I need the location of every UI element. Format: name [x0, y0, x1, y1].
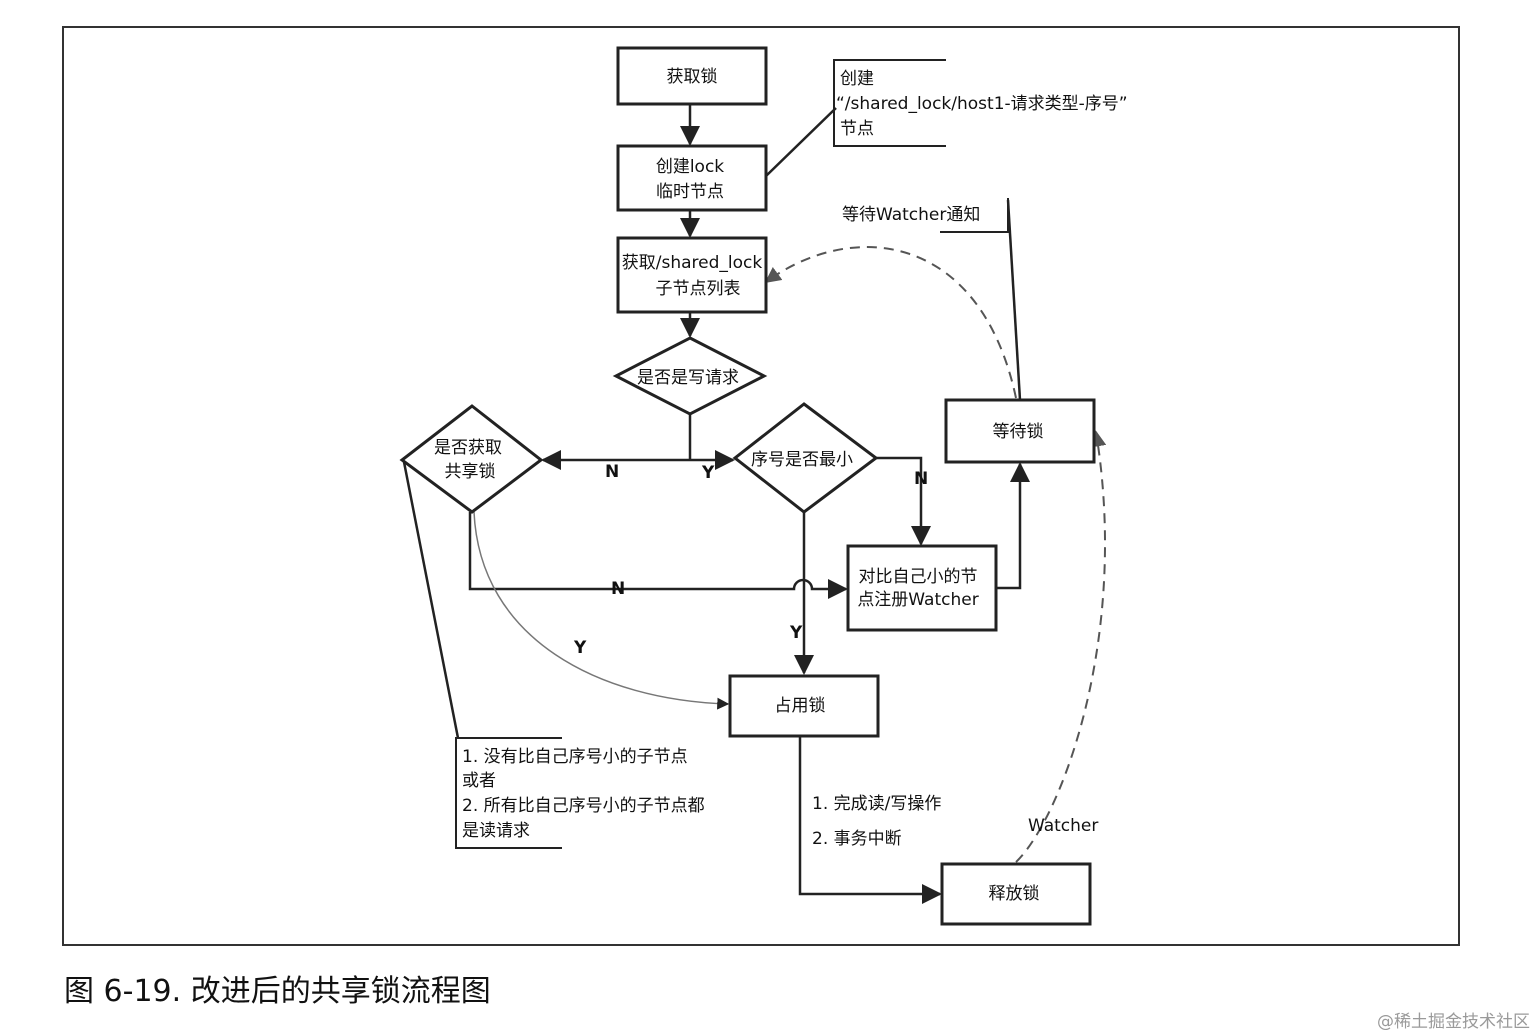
node-is-smallest: 序号是否最小 [732, 402, 879, 514]
note-shared-condition-line2: 或者 [462, 771, 496, 791]
note-shared-condition-line4: 是读请求 [462, 821, 530, 841]
node-get-children: 获取/shared_lock 子节点列表 [616, 236, 768, 314]
node-is-smallest-label: 序号是否最小 [751, 450, 853, 470]
edges [402, 104, 1107, 904]
node-register-watcher: 对比自己小的节 点注册Watcher [846, 544, 998, 632]
node-wait-lock: 等待锁 [944, 398, 1096, 464]
node-get-lock-label: 获取锁 [667, 67, 718, 87]
node-release-lock-label: 释放锁 [989, 884, 1040, 904]
note-node-path-line1: 创建 [840, 69, 874, 89]
edge-label-smallest-no: N [914, 469, 928, 489]
node-create-lock-line1: 创建lock [656, 157, 724, 177]
note-wait-notify: 等待Watcher通知 [842, 198, 1009, 233]
node-is-write: 是否是写请求 [612, 336, 768, 416]
note-release-reasons: 1. 完成读/写操作 2. 事务中断 [812, 794, 941, 849]
note-node-path: 创建 “/shared_lock/host1-请求类型-序号” 节点 [833, 59, 1128, 147]
diagram-frame [62, 26, 1460, 946]
node-occupy-lock: 占用锁 [728, 674, 880, 738]
node-is-shared-line1: 是否获取 [434, 438, 502, 458]
edge-release-to-wait-dashed [1015, 430, 1107, 863]
note-shared-condition-line1: 1. 没有比自己序号小的子节点 [462, 747, 688, 767]
node-get-lock: 获取锁 [616, 46, 768, 106]
note-release-reasons-line1: 1. 完成读/写操作 [812, 794, 941, 814]
edge-shared-yes-to-occupy [473, 511, 730, 710]
node-get-children-line2: 子节点列表 [656, 279, 741, 299]
node-get-children-line1: 获取/shared_lock [622, 253, 763, 273]
edge-register-to-wait [996, 462, 1030, 590]
node-is-write-label: 是否是写请求 [637, 368, 739, 388]
node-occupy-lock-label: 占用锁 [775, 696, 826, 716]
note-wait-notify-label: 等待Watcher通知 [842, 205, 980, 225]
edge-label-write-yes: Y [701, 463, 715, 483]
note-node-path-line3: 节点 [840, 119, 874, 139]
edge-shared-no-to-register [468, 512, 848, 599]
node-register-watcher-line2: 点注册Watcher [857, 590, 978, 610]
watermark: @稀土掘金技术社区 [1377, 1012, 1530, 1032]
node-register-watcher-line1: 对比自己小的节 [859, 567, 978, 587]
edge-smallest-no-to-register [876, 456, 931, 546]
connector-wait-notify [1006, 199, 1022, 401]
node-create-lock-line2: 临时节点 [656, 182, 724, 202]
note-shared-condition: 1. 没有比自己序号小的子节点 或者 2. 所有比自己序号小的子节点都 是读请求 [455, 737, 705, 849]
edge-label-shared-yes: Y [573, 638, 587, 658]
node-is-shared-line2: 共享锁 [445, 462, 496, 482]
connector-shared-condition [402, 461, 460, 739]
node-wait-lock-label: 等待锁 [993, 422, 1044, 442]
note-node-path-line2: “/shared_lock/host1-请求类型-序号” [836, 94, 1128, 114]
edge-label-watcher: Watcher [1028, 816, 1098, 836]
edge-label-write-no: N [605, 462, 619, 482]
edge-label-shared-no: N [611, 579, 625, 599]
edge-occupy-to-release [798, 736, 942, 904]
edge-wait-to-children-dashed [764, 246, 1017, 399]
note-shared-condition-line3: 2. 所有比自己序号小的子节点都 [462, 796, 705, 816]
node-release-lock: 释放锁 [940, 862, 1092, 926]
edge-label-smallest-yes: Y [789, 623, 803, 643]
node-create-lock: 创建lock 临时节点 [616, 144, 768, 212]
connector-note-path [765, 107, 837, 177]
note-release-reasons-line2: 2. 事务中断 [812, 829, 902, 849]
figure-caption: 图 6-19. 改进后的共享锁流程图 [64, 974, 491, 1009]
node-is-shared: 是否获取 共享锁 [399, 404, 544, 514]
